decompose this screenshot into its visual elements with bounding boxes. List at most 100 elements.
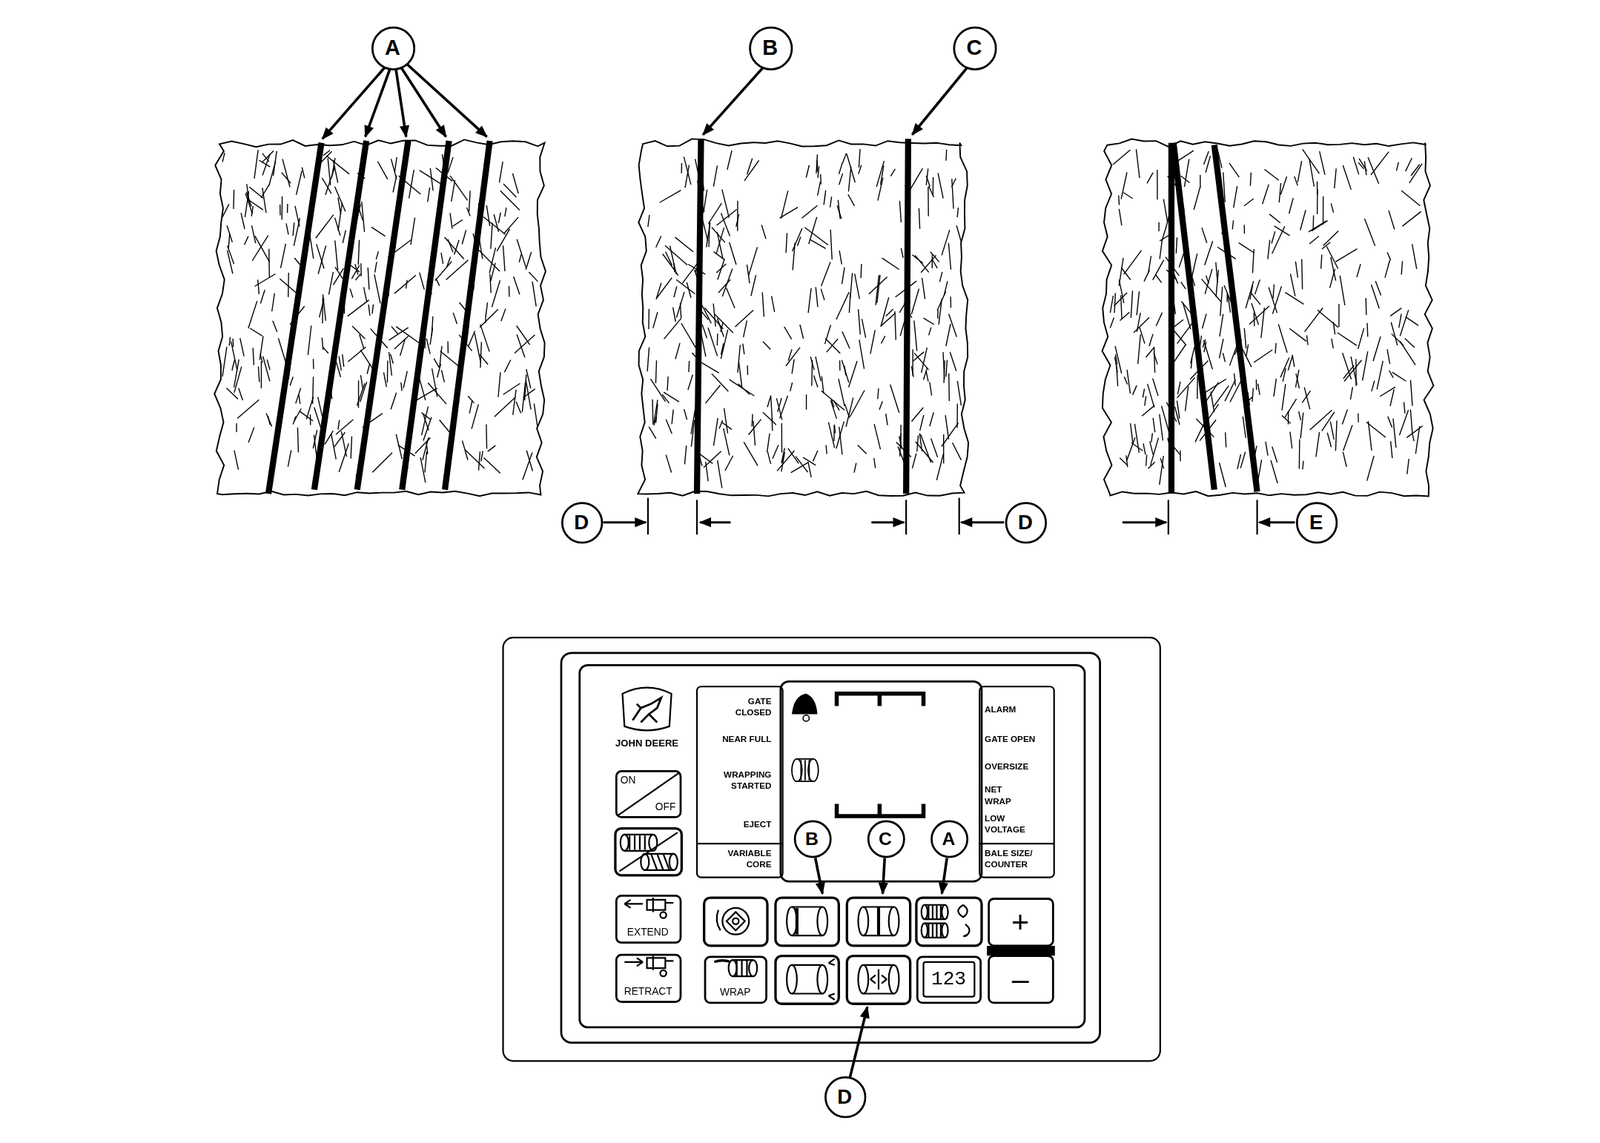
line-art [1401,260,1403,275]
line-art [720,343,723,355]
line-art [1138,334,1142,365]
line-art [881,335,886,344]
line-art [699,521,731,524]
line-art [946,324,951,347]
panel-button: ONOFF [615,770,682,819]
line-art [914,352,929,370]
line-art [1199,174,1201,188]
line-art [1118,209,1122,226]
callout-circle: E [1295,501,1337,543]
line-art [919,433,922,452]
line-art [708,203,722,224]
net-straps [1171,143,1258,494]
line-art [900,248,904,259]
line-art [279,204,282,216]
line-art [471,404,479,429]
line-art [659,911,666,918]
line-art [920,255,936,273]
line-art [307,325,311,356]
line-art [747,158,753,175]
line-art [1234,373,1236,387]
line-art [409,169,415,198]
line-art [1179,450,1181,462]
display-label: BALE SIZE/ COUNTER [984,848,1038,870]
line-art [525,379,531,410]
line-art [681,323,696,348]
line-art [780,681,982,882]
line-art [1202,339,1206,348]
panel-buttons [615,828,982,1005]
line-art [426,441,428,455]
line-art [720,329,728,360]
line-art [513,389,517,415]
line-art [286,223,289,235]
line-art [315,215,334,239]
display-label: NET WRAP [984,784,1020,806]
line-art [498,212,501,224]
line-art [848,194,855,207]
line-art [786,965,798,995]
line-art [1212,385,1229,408]
line-art [341,431,347,457]
line-art [1149,334,1153,347]
line-art [1405,157,1413,172]
line-art [665,419,672,434]
line-art [296,170,303,195]
line-art [1219,338,1224,359]
button-label: – [1012,963,1030,995]
line-art [266,413,272,428]
display-label: NEAR FULL [702,734,772,746]
line-art [1387,349,1391,365]
line-art [323,346,329,353]
line-art [374,274,381,304]
line-art [516,239,526,268]
line-art [622,688,672,732]
callout-circle: A [929,820,968,858]
line-art [364,286,368,302]
line-art [786,907,798,937]
button-label: ON [620,775,637,786]
line-art [249,328,263,336]
line-art [911,255,923,264]
line-art [1119,312,1130,321]
line-art [1405,316,1419,326]
line-art [360,349,373,369]
line-art [1265,441,1268,456]
line-art [1193,186,1201,210]
line-art [870,969,887,990]
line-art [1376,361,1383,390]
line-art [501,308,506,322]
line-art [266,359,270,370]
line-art [1255,279,1261,295]
line-art [441,369,445,383]
line-art [911,407,924,422]
line-art [726,911,746,931]
line-art [817,965,828,995]
line-art [854,273,860,299]
line-art [1275,343,1276,354]
callout-letter: A [384,37,401,59]
line-art [263,356,270,382]
line-art [318,245,326,274]
line-art [335,240,339,270]
line-art [722,189,730,218]
line-art [775,897,839,947]
line-art [371,226,386,236]
line-art [949,313,958,337]
line-art [1229,163,1239,178]
line-art [1151,432,1153,442]
line-art [725,455,734,471]
line-art [486,205,490,227]
line-art [1203,340,1213,370]
line-art [1144,395,1147,406]
line-art [1252,249,1254,273]
line-art [1323,231,1340,247]
line-art [722,908,749,935]
line-art [1341,410,1348,425]
line-art [322,65,386,139]
line-art [516,401,521,413]
line-art [651,399,654,425]
button-label: WRAP [719,987,751,998]
line-art [252,235,268,261]
line-art [858,165,862,175]
